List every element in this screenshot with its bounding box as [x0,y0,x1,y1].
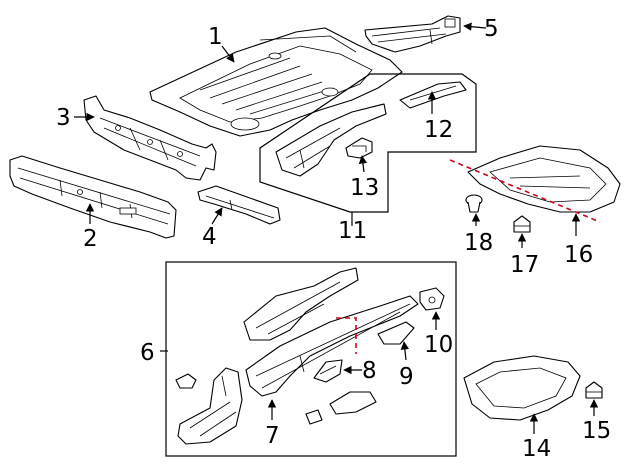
part-8-bracket[interactable] [313,359,343,383]
part-17-nut[interactable] [513,215,531,233]
leader-lines [74,22,599,434]
callout-7: 7 [265,423,280,449]
part-14-tire-tub[interactable] [463,355,581,421]
callout-11: 11 [338,218,367,244]
part-15-nut[interactable] [585,381,603,399]
part-3-crossmember[interactable] [83,95,217,181]
part-13-clip[interactable] [345,137,373,159]
callout-8: 8 [362,358,377,384]
callout-2: 2 [83,226,98,252]
callout-15: 15 [582,418,611,444]
part-6-rear-frame[interactable] [243,267,359,341]
part-16-rear-floor-pan[interactable] [467,145,621,213]
part-5-rear-rail[interactable] [364,15,461,53]
part-12-bracket[interactable] [399,81,467,109]
callout-10: 10 [424,332,453,358]
part-6-small-bracket[interactable] [175,373,197,389]
part-2-side-sill[interactable] [9,155,177,239]
part-7-side-frame[interactable] [245,295,419,397]
callout-17: 17 [510,252,539,278]
callout-13: 13 [350,175,379,201]
group-11-outline [259,73,477,213]
callout-12: 12 [424,117,453,143]
callout-6: 6 [140,340,155,366]
group-6-frame [165,261,457,457]
callout-5: 5 [484,16,499,42]
callout-18: 18 [464,230,493,256]
callout-labels: 1 5 3 2 4 6 7 8 9 10 11 12 13 14 15 16 1… [56,16,611,462]
part-6-lower-bracket[interactable] [305,391,377,425]
part-1-floor-pan[interactable] [149,27,403,137]
callout-14: 14 [522,436,551,462]
part-10-bracket[interactable] [419,287,445,311]
callout-4: 4 [202,224,217,250]
part-18-clip[interactable] [465,194,483,213]
callout-1: 1 [208,24,223,50]
callout-9: 9 [399,364,414,390]
cut-line-rear-floor [449,159,601,223]
callout-16: 16 [564,242,593,268]
part-4-bracket[interactable] [197,185,281,225]
part-7-front-frame[interactable] [177,367,243,445]
cut-line-frame [336,317,357,354]
part-9-bracket[interactable] [377,321,415,345]
part-11-inner-rail[interactable] [275,103,387,177]
callout-3: 3 [56,105,71,131]
